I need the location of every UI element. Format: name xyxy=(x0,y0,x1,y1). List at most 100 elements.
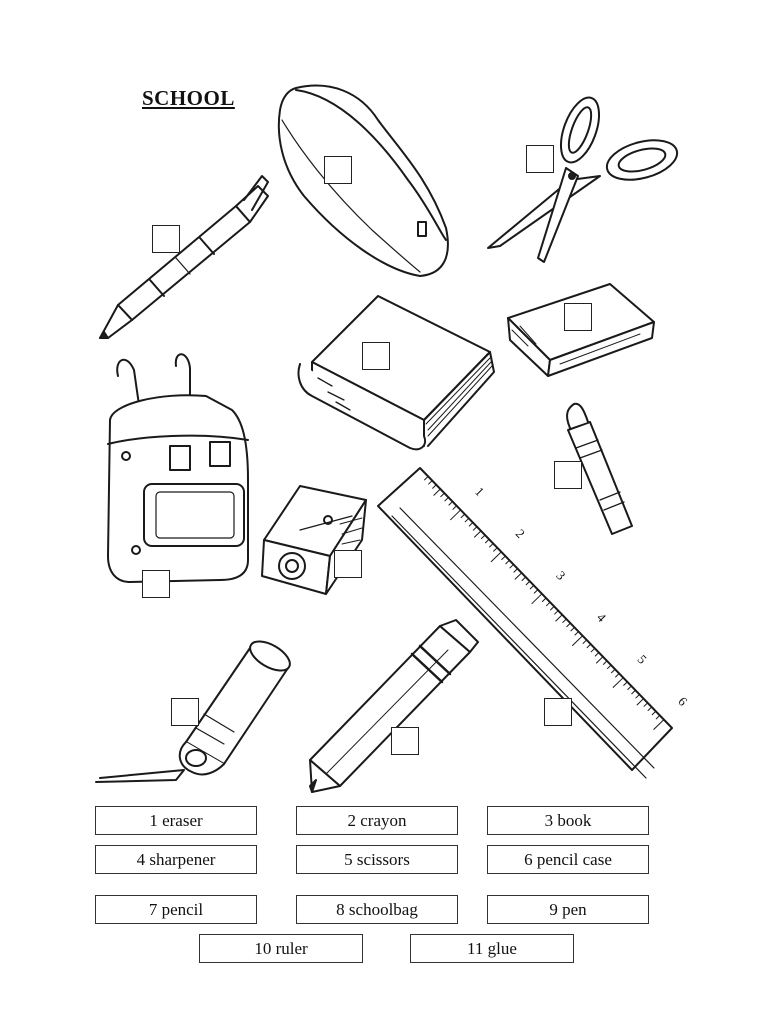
ruler-tick xyxy=(586,643,592,649)
ruler-tick xyxy=(485,538,490,544)
ruler-tick xyxy=(653,719,665,730)
ruler-tick xyxy=(582,639,588,644)
ruler-illustration xyxy=(377,467,673,779)
ruler-tick xyxy=(529,584,535,590)
ruler-tick xyxy=(474,530,482,538)
ruler-tick xyxy=(514,572,523,580)
answer-box-book[interactable] xyxy=(362,342,390,370)
ruler-tick xyxy=(545,601,551,607)
pen-illustration xyxy=(99,175,269,339)
ruler-tick xyxy=(490,551,502,563)
pencil-illustration xyxy=(309,619,479,793)
ruler-tick xyxy=(468,522,474,527)
ruler-number: 1 xyxy=(472,484,487,499)
word-bank-item: 10 ruler xyxy=(199,934,363,963)
ruler-tick xyxy=(606,664,612,670)
ruler-tick xyxy=(521,576,527,582)
ruler-number: 5 xyxy=(635,652,650,667)
ruler-tick xyxy=(655,714,661,720)
ruler-tick xyxy=(489,542,494,548)
answer-box-schoolbag[interactable] xyxy=(142,570,170,598)
answer-box-eraser[interactable] xyxy=(564,303,592,331)
sharpener-illustration xyxy=(261,485,367,595)
ruler-tick xyxy=(541,597,547,602)
ruler-tick xyxy=(513,568,519,573)
word-bank-item: 4 sharpener xyxy=(95,845,257,874)
answer-box-scissors[interactable] xyxy=(526,145,554,173)
ruler-tick xyxy=(531,593,543,605)
ruler-tick xyxy=(509,563,514,569)
ruler-tick xyxy=(623,681,628,686)
word-bank-item: 11 glue xyxy=(410,934,574,963)
ruler-tick xyxy=(525,580,531,586)
scissors-illustration xyxy=(487,96,679,263)
ruler-tick xyxy=(493,547,498,552)
answer-box-crayon[interactable] xyxy=(554,461,582,489)
worksheet-title: SCHOOL xyxy=(142,86,235,110)
ruler-tick xyxy=(594,652,600,657)
ruler-tick xyxy=(444,496,449,502)
ruler-tick xyxy=(627,685,632,691)
ruler-tick xyxy=(612,677,624,688)
ruler-tick xyxy=(562,618,567,623)
answer-box-glue[interactable] xyxy=(171,698,199,726)
ruler-tick xyxy=(635,693,640,699)
ruler-tick xyxy=(432,484,437,489)
word-bank-item: 6 pencil case xyxy=(487,845,649,874)
ruler-tick xyxy=(550,605,555,611)
word-bank-item: 3 book xyxy=(487,806,649,835)
ruler-tick xyxy=(501,555,506,561)
ruler-number: 4 xyxy=(594,610,610,625)
ruler-tick xyxy=(428,480,433,485)
schoolbag-illustration xyxy=(107,353,249,583)
ruler-tick xyxy=(460,513,466,519)
ruler-tick xyxy=(574,631,580,636)
ruler-number: 2 xyxy=(513,526,528,541)
ruler-tick xyxy=(631,689,636,695)
ruler-tick xyxy=(450,509,462,521)
ruler-tick xyxy=(533,589,539,594)
ruler-tick xyxy=(472,526,478,531)
ruler-tick xyxy=(651,710,657,716)
word-bank-item: 2 crayon xyxy=(296,806,458,835)
ruler-tick xyxy=(643,702,649,707)
ruler-tick xyxy=(480,534,486,540)
answer-box-pencil-case[interactable] xyxy=(324,156,352,184)
pencil-case-illustration xyxy=(277,84,449,277)
glue-illustration xyxy=(95,640,291,783)
ruler-tick xyxy=(464,517,470,523)
ruler-tick xyxy=(424,475,429,481)
ruler-tick xyxy=(433,488,441,496)
ruler-tick xyxy=(602,660,608,665)
ruler-tick xyxy=(505,559,510,565)
word-bank-item: 9 pen xyxy=(487,895,649,924)
ruler-tick xyxy=(647,706,653,712)
ruler-tick xyxy=(440,492,445,498)
ruler-tick xyxy=(566,622,571,628)
answer-box-pen[interactable] xyxy=(152,225,180,253)
answer-box-ruler[interactable] xyxy=(544,698,572,726)
ruler-number: 6 xyxy=(675,694,691,709)
ruler-tick xyxy=(555,614,563,622)
ruler-number: 3 xyxy=(553,568,568,583)
ruler-tick xyxy=(615,672,620,678)
ruler-tick xyxy=(590,647,596,653)
ruler-tick xyxy=(570,626,575,632)
ruler-tick xyxy=(448,501,454,506)
word-bank-item: 1 eraser xyxy=(95,806,257,835)
word-bank-item: 7 pencil xyxy=(95,895,257,924)
ruler-tick xyxy=(572,635,584,646)
ruler-tick xyxy=(452,505,458,510)
ruler-tick xyxy=(636,698,645,706)
crayon-illustration xyxy=(566,402,633,535)
word-bank-item: 5 scissors xyxy=(296,845,458,874)
ruler-tick xyxy=(611,668,616,674)
ruler-tick xyxy=(554,610,559,615)
answer-box-sharpener[interactable] xyxy=(334,550,362,578)
word-bank-item: 8 schoolbag xyxy=(296,895,458,924)
book-illustration xyxy=(297,295,495,451)
answer-box-pencil[interactable] xyxy=(391,727,419,755)
ruler-tick xyxy=(595,656,604,664)
